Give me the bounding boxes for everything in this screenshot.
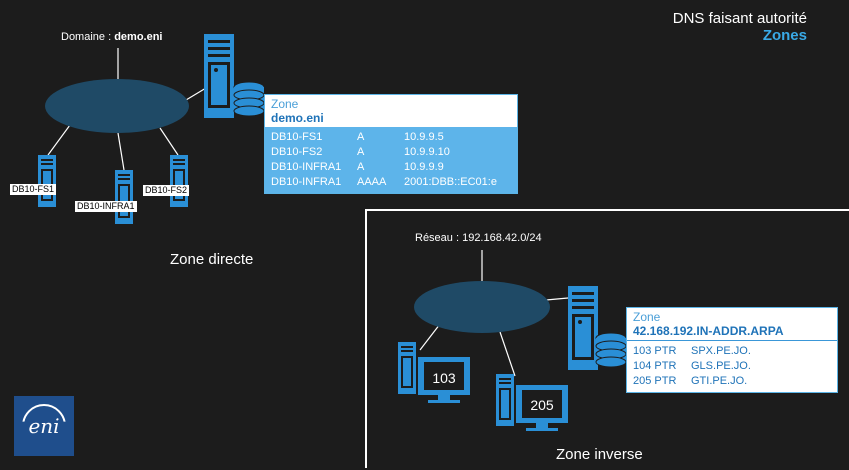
host-label: DB10-FS2: [143, 185, 190, 196]
record-value: 10.9.9.10: [404, 146, 450, 158]
database-icon: [233, 81, 265, 117]
subtitle-line: Zones: [762, 27, 807, 44]
zone-label: Zone: [271, 97, 299, 111]
network-ellipse: [414, 281, 550, 333]
zone-records: 103 PTR SPX.PE.JO. 104 PTR GLS.PE.JO. 20…: [627, 340, 837, 392]
workstation-icon: [398, 342, 470, 403]
record-name: DB10-FS2: [271, 146, 323, 158]
record-row: 104 PTR GLS.PE.JO.: [633, 359, 831, 374]
direct-zone-card: Zone demo.eni DB10-FS1 A 10.9.9.5 DB10-F…: [264, 94, 518, 194]
server-icon: [170, 155, 188, 207]
network-ellipse: [45, 79, 189, 133]
server-icon: [115, 170, 133, 224]
zone-label: Zone: [633, 310, 661, 324]
link-line: [117, 132, 125, 171]
title-line: DNS faisant autorité: [672, 10, 807, 27]
record-name: DB10-FS1: [271, 131, 323, 143]
record-value: GTI.PE.JO.: [691, 375, 748, 387]
zone-records: DB10-FS1 A 10.9.9.5 DB10-FS2 A 10.9.9.10…: [265, 127, 517, 193]
host-label: DB10-FS1: [10, 184, 57, 195]
domain-label: Domaine : demo.eni: [61, 31, 163, 43]
record-type: AAAA: [357, 176, 387, 188]
eni-logo: eni: [14, 396, 74, 456]
database-icon: [595, 332, 627, 368]
record-name: DB10-INFRA1: [271, 176, 342, 188]
zone-card-header: Zone demo.eni: [265, 95, 517, 127]
record-value: 2001:DBB::EC01:e: [404, 176, 497, 188]
record-id: 205 PTR: [633, 375, 677, 387]
monitor-number: 103: [432, 370, 456, 386]
server-icon: [38, 155, 56, 207]
slide-title: DNS faisant autorité Zones: [673, 10, 807, 44]
zone-name: demo.eni: [271, 111, 324, 125]
record-type: A: [357, 131, 365, 143]
host-label: DB10-INFRA1: [75, 201, 137, 212]
record-type: A: [357, 161, 365, 173]
link-line: [159, 127, 179, 156]
dns-server-icon: [568, 286, 598, 370]
record-id: 104 PTR: [633, 360, 677, 372]
record-value: SPX.PE.JO.: [691, 345, 751, 357]
inverse-zone-caption: Zone inverse: [556, 446, 643, 463]
domain-prefix: Domaine :: [61, 31, 115, 43]
inverse-zone-frame: [365, 209, 849, 468]
link-line: [499, 331, 516, 377]
zone-name: 42.168.192.IN-ADDR.ARPA: [633, 324, 784, 338]
record-row: DB10-FS1 A 10.9.9.5: [271, 130, 511, 145]
record-row: DB10-INFRA1 AAAA 2001:DBB::EC01:e: [271, 175, 511, 190]
link-line: [185, 87, 207, 101]
link-line: [545, 297, 569, 301]
record-row: 103 PTR SPX.PE.JO.: [633, 344, 831, 359]
link-line: [47, 124, 71, 156]
link-line: [419, 323, 441, 351]
record-row: 205 PTR GTI.PE.JO.: [633, 374, 831, 389]
record-type: A: [357, 146, 365, 158]
record-value: GLS.PE.JO.: [691, 360, 751, 372]
domain-value: demo.eni: [114, 31, 163, 43]
record-row: DB10-INFRA1 A 10.9.9.9: [271, 160, 511, 175]
monitor-number: 205: [530, 397, 554, 413]
record-name: DB10-INFRA1: [271, 161, 342, 173]
record-value: 10.9.9.9: [404, 161, 444, 173]
record-id: 103 PTR: [633, 345, 677, 357]
direct-zone-caption: Zone directe: [170, 251, 254, 268]
record-value: 10.9.9.5: [404, 131, 444, 143]
zone-card-header: Zone 42.168.192.IN-ADDR.ARPA: [627, 308, 837, 340]
network-label: Réseau : 192.168.42.0/24: [415, 232, 542, 244]
record-row: DB10-FS2 A 10.9.9.10: [271, 145, 511, 160]
inverse-zone-card: Zone 42.168.192.IN-ADDR.ARPA 103 PTR SPX…: [626, 307, 838, 393]
dns-server-icon: [204, 34, 234, 118]
workstation-icon: [496, 374, 568, 431]
